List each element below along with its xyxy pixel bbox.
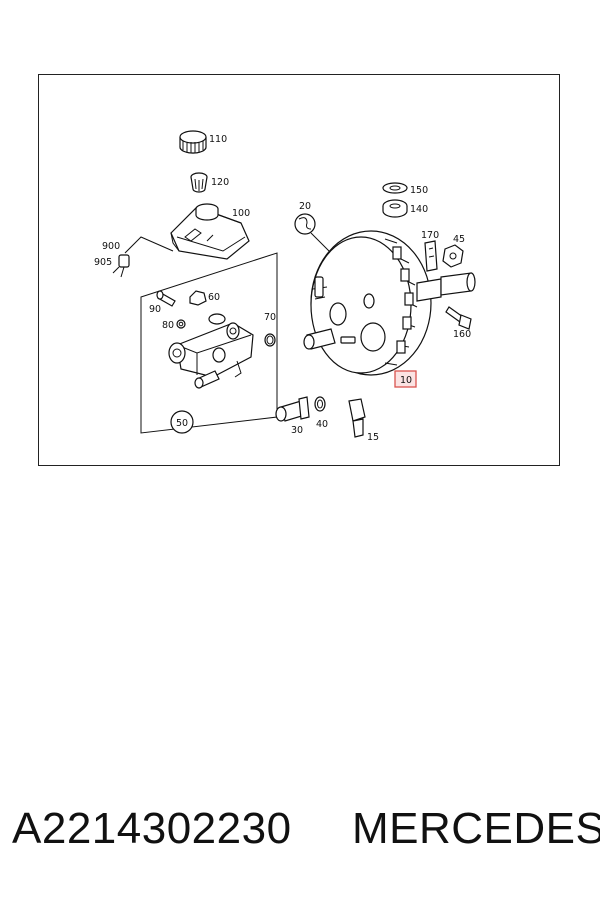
exploded-view-drawing: 110 120 100 900 905 (94, 130, 476, 443)
part-30-vacuum-connector (275, 396, 310, 422)
callout-100: 100 (232, 208, 250, 219)
callout-50-badge (170, 410, 194, 434)
part-60-seal (189, 290, 207, 306)
callout-905: 905 (94, 257, 112, 268)
callout-120: 120 (211, 177, 229, 188)
part-160-bolt (445, 306, 472, 330)
part-140-grommet (382, 199, 408, 218)
callout-170: 170 (421, 230, 439, 241)
callout-15: 15 (367, 432, 379, 443)
callout-45: 45 (453, 234, 465, 245)
part-15-sensor (348, 398, 366, 438)
part-45-nut (442, 244, 464, 268)
parts-diagram: 110 120 100 900 905 (38, 74, 560, 466)
part-number: A2214302230 (12, 804, 292, 853)
callout-150: 150 (410, 185, 428, 196)
footer-caption: A2214302230 MERCEDES (0, 800, 600, 870)
part-100-reservoir (170, 203, 250, 260)
part-20-clip (294, 213, 330, 252)
part-110-cap (179, 130, 207, 154)
callout-20: 20 (299, 201, 311, 212)
callout-80: 80 (162, 320, 174, 331)
callout-140: 140 (410, 204, 428, 215)
brand-name: MERCEDES (352, 804, 600, 853)
part-150-washer (382, 182, 408, 194)
callout-10: 10 (400, 375, 412, 386)
part-10-brake-booster (303, 230, 476, 376)
callout-110: 110 (209, 134, 227, 145)
callout-50: 50 (176, 418, 188, 429)
callout-40: 40 (316, 419, 328, 430)
callout-70: 70 (264, 312, 276, 323)
callout-10-highlight-box (394, 370, 417, 388)
callout-90: 90 (149, 304, 161, 315)
part-80-ring (176, 319, 186, 329)
callout-30: 30 (291, 425, 303, 436)
callout-160: 160 (453, 329, 471, 340)
part-40-seal-ring (314, 396, 326, 412)
part-170-clip (424, 240, 438, 272)
callout-900: 900 (102, 241, 120, 252)
part-90-screw (156, 290, 176, 307)
part-master-cylinder (168, 313, 254, 389)
callout-60: 60 (208, 292, 220, 303)
part-900-905-level-sensor (112, 236, 174, 278)
part-120-strainer (190, 172, 208, 193)
part-70-o-ring (264, 333, 276, 347)
